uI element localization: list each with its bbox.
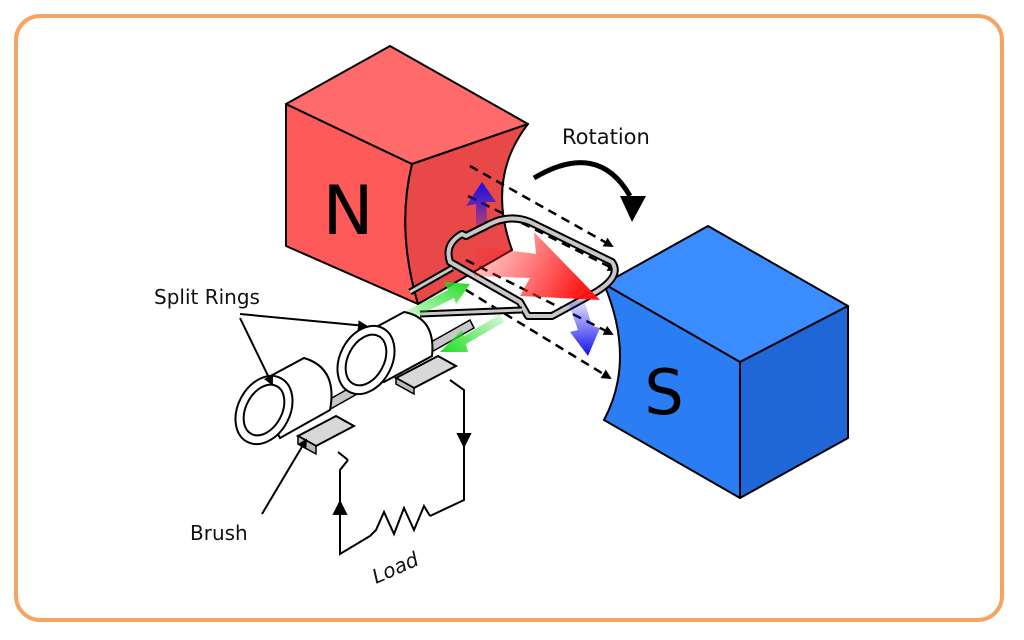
field-line: [469, 164, 614, 248]
north-pole-label: N: [323, 172, 374, 251]
circuit-wire: [339, 459, 371, 556]
external-circuit: [332, 379, 472, 556]
split-ring-rear: [336, 310, 459, 396]
circuit-wire: [337, 451, 349, 461]
circuit-wire: [429, 379, 465, 517]
north-magnet: N: [285, 45, 529, 305]
coil-lead: [419, 308, 523, 316]
rotation-indicator: Rotation: [532, 125, 650, 222]
load-label: Load: [368, 547, 422, 589]
south-magnet-curved-face: [603, 283, 741, 499]
circuit-wire-arrow: [332, 499, 348, 515]
circuit-wire-arrow: [456, 433, 472, 449]
force-arrow-down: [568, 300, 600, 356]
south-pole-label: S: [644, 356, 683, 429]
brush-label: Brush: [190, 521, 248, 545]
field-direction-arrow: [474, 232, 600, 300]
field-line: [465, 288, 612, 380]
force-arrow-up: [466, 182, 496, 234]
armature-coil: [408, 214, 619, 320]
load-resistor: [369, 503, 431, 537]
split-rings-label: Split Rings: [154, 285, 260, 309]
current-arrow-out: [440, 314, 504, 352]
rotation-arrowhead: [620, 196, 646, 222]
rotation-label: Rotation: [562, 125, 650, 149]
leader-lines: [239, 313, 368, 515]
rotation-arrow: [532, 160, 633, 198]
current-arrow-in: [404, 282, 470, 320]
coil-lead: [409, 266, 453, 294]
north-magnet-curved-face: [404, 123, 529, 305]
south-magnet: S: [603, 225, 849, 499]
field-line: [467, 194, 618, 272]
